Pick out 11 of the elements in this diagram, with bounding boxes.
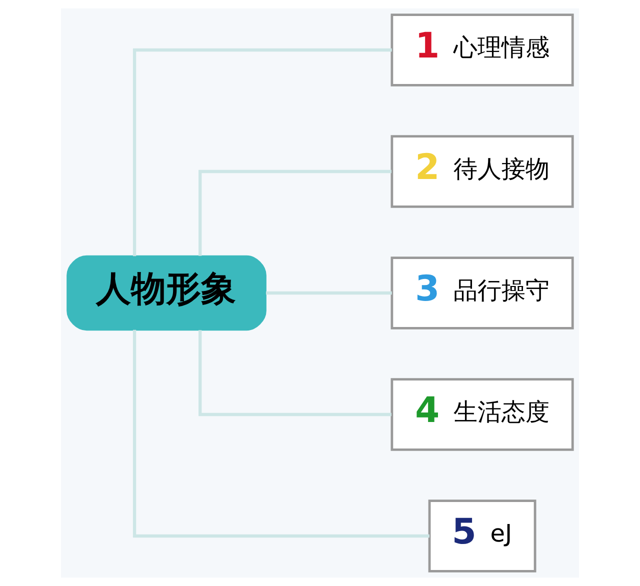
node-box: 人物形象 <box>66 255 266 331</box>
node-box: 5 eJ <box>428 500 536 572</box>
node-box: 2 待人接物 <box>390 135 574 208</box>
node-box: 1 心理情感 <box>390 14 574 86</box>
connector <box>266 291 392 295</box>
node-box: 4 生活态度 <box>390 378 574 451</box>
connector <box>132 330 430 538</box>
connector <box>198 330 392 416</box>
connector <box>198 170 392 256</box>
node-box: 3 品行操守 <box>390 256 574 330</box>
connector <box>132 48 392 256</box>
